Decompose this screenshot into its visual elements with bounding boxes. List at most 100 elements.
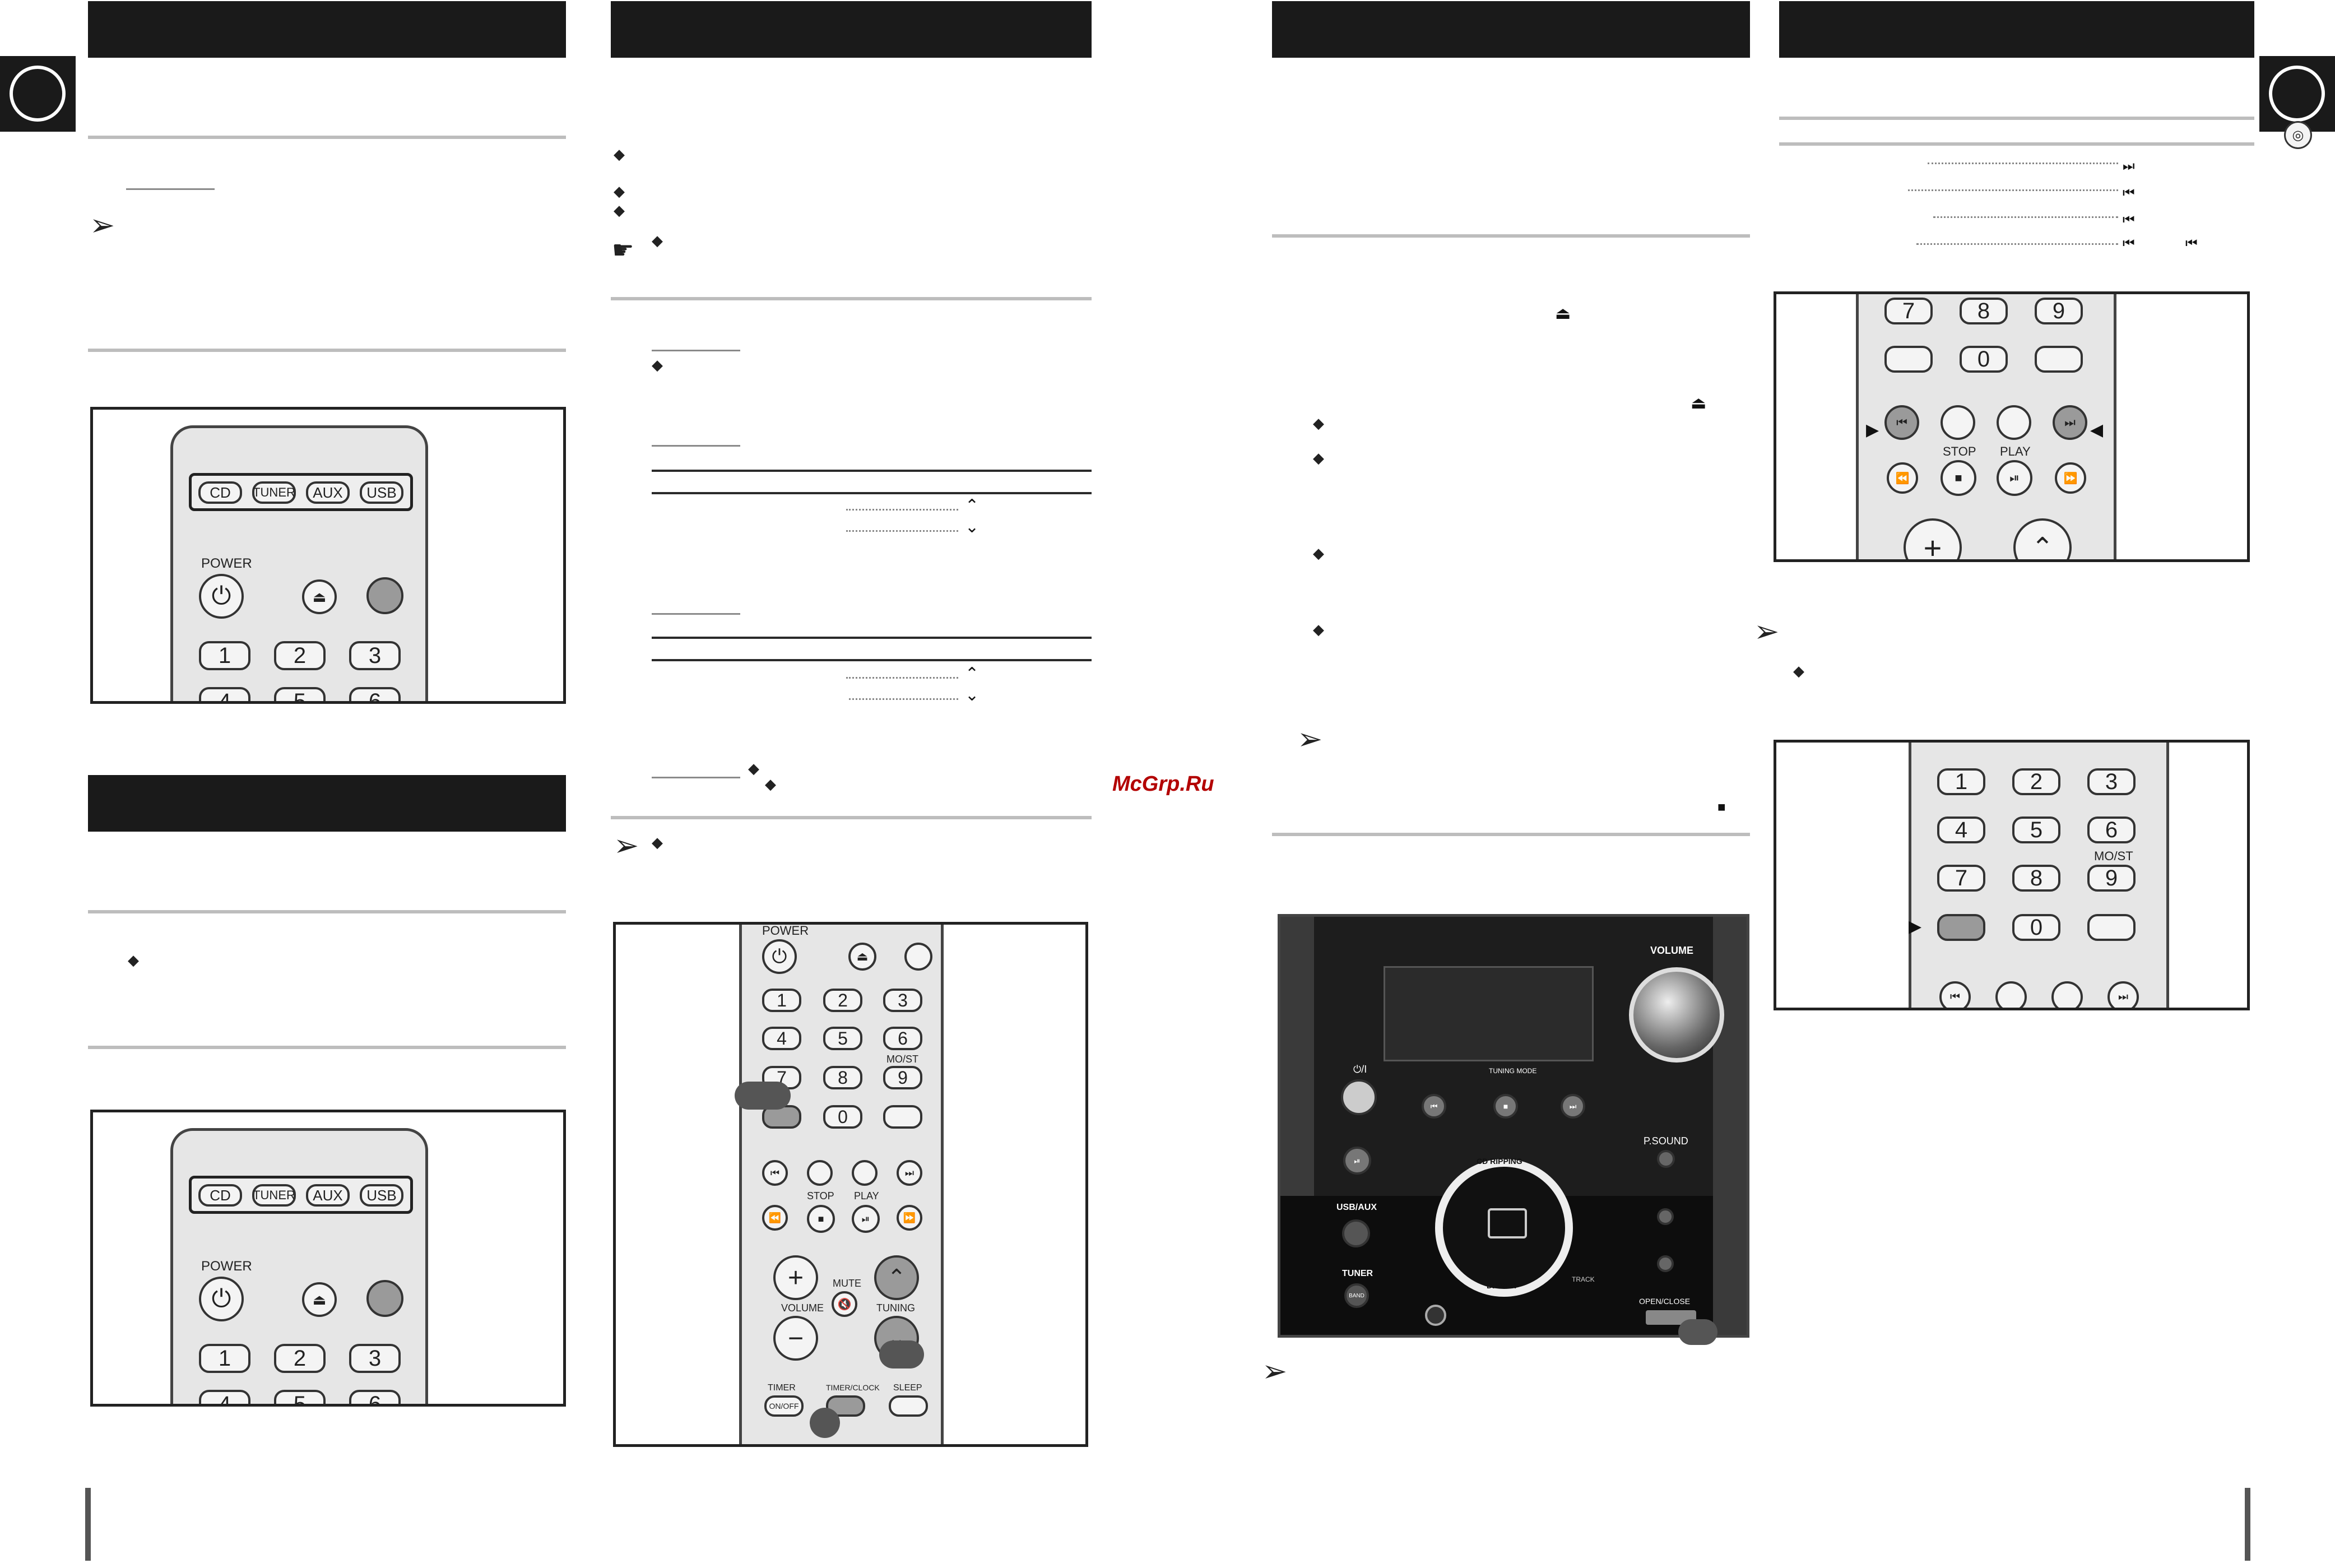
digit-9-button[interactable]: 9 [883,1066,922,1089]
digit-3-button[interactable]: 3 [2087,768,2136,795]
usb-button[interactable]: USB [360,1184,403,1207]
digit-5-button[interactable]: 5 [274,1390,326,1404]
digit-1-button[interactable]: 1 [199,1344,250,1373]
digit-1-button[interactable]: 1 [199,641,250,670]
digit-1-button[interactable]: 1 [762,989,801,1012]
digit-7-button[interactable]: 7 [1884,298,1933,324]
digit-9-button[interactable]: 9 [2035,298,2083,324]
blank-button[interactable] [2087,914,2136,941]
panel-button[interactable] [1657,1208,1674,1225]
cd-button[interactable]: CD [198,481,242,504]
skip-forward-icon[interactable]: ⏭ [2107,981,2139,1008]
eject-button[interactable]: ⏏ [302,579,337,614]
digit-3-button[interactable]: 3 [883,989,922,1012]
sleep-button[interactable] [889,1395,928,1417]
digit-2-button[interactable]: 2 [2012,768,2060,795]
digit-3-button[interactable]: 3 [349,641,401,670]
tuning-up-button[interactable]: ⌃ [2013,518,2072,559]
rewind-icon[interactable]: ⏪ [1887,462,1918,494]
volume-up-button[interactable]: + [773,1255,818,1300]
aux-button[interactable]: AUX [306,1184,350,1207]
fast-forward-icon[interactable]: ⏩ [2055,462,2086,494]
skip-back-icon[interactable]: ⏮ [1422,1094,1446,1119]
volume-down-button[interactable]: − [773,1316,818,1361]
digit-4-button[interactable]: 4 [199,1390,250,1404]
digit-6-button[interactable]: 6 [883,1027,922,1050]
rewind-icon[interactable]: ⏪ [762,1205,788,1231]
power-button[interactable]: ⏻ [199,1277,244,1321]
digit-7-button[interactable]: 7 [1937,865,1985,892]
tuner-label: TUNER [1342,1269,1373,1278]
volume-knob[interactable] [1629,967,1724,1063]
band-button[interactable]: BAND [1344,1283,1369,1308]
digit-0-button[interactable]: 0 [2012,914,2060,941]
tuner-button[interactable]: TUNER [252,1184,296,1207]
cd-button[interactable]: CD [198,1184,242,1207]
round-button[interactable] [852,1160,878,1186]
aux-button[interactable]: AUX [306,481,350,504]
digit-8-button[interactable]: 8 [1960,298,2008,324]
digit-0-button[interactable]: 0 [1960,346,2008,373]
digit-5-button[interactable]: 5 [274,687,326,701]
mute-icon[interactable]: 🔇 [832,1291,857,1317]
stop-icon[interactable]: ■ [1493,1094,1518,1119]
panel-button[interactable] [1657,1255,1674,1272]
digit-5-button[interactable]: 5 [823,1027,862,1050]
digit-6-button[interactable]: 6 [2087,817,2136,843]
tuning-up-button[interactable]: ⌃ [874,1255,919,1300]
highlighted-button[interactable] [366,1280,403,1317]
usb-port[interactable] [1488,1208,1527,1238]
round-button[interactable] [807,1160,833,1186]
highlighted-button[interactable] [366,577,403,614]
digit-6-button[interactable]: 6 [349,687,401,701]
digit-0-button[interactable]: 0 [823,1105,862,1129]
play-pause-icon[interactable]: ⏯ [852,1205,880,1233]
volume-up-button[interactable]: + [1904,518,1962,559]
blank-button[interactable] [883,1105,922,1129]
skip-back-icon[interactable]: ⏮ [762,1160,788,1186]
blank-button[interactable] [2035,346,2083,373]
tuner-button[interactable]: TUNER [252,481,296,504]
round-button[interactable] [1995,981,2027,1008]
blank-button[interactable] [1884,346,1933,373]
digit-1-button[interactable]: 1 [1937,768,1985,795]
headphone-jack[interactable] [1425,1305,1446,1326]
digit-6-button[interactable]: 6 [349,1390,401,1404]
usb-aux-button[interactable] [1342,1219,1370,1247]
skip-back-icon[interactable]: ⏮ [1939,981,1971,1008]
skip-forward-icon[interactable]: ⏭ [897,1160,922,1186]
eject-button[interactable]: ⏏ [302,1282,337,1317]
highlighted-button[interactable] [1937,914,1985,941]
digit-5-button[interactable]: 5 [2012,817,2060,843]
fast-forward-icon[interactable]: ⏩ [897,1205,922,1231]
eject-button[interactable]: ⏏ [848,943,876,971]
stop-icon[interactable]: ■ [1941,460,1976,496]
skip-forward-icon[interactable]: ⏭ [2053,405,2087,440]
digit-8-button[interactable]: 8 [2012,865,2060,892]
round-button[interactable] [2051,981,2083,1008]
round-button[interactable] [1997,405,2031,440]
psound-button[interactable] [1657,1150,1675,1168]
digit-2-button[interactable]: 2 [274,641,326,670]
round-button[interactable] [1941,405,1975,440]
power-button[interactable]: ⏻ [199,574,244,619]
usb-button[interactable]: USB [360,481,403,504]
stop-icon[interactable]: ■ [807,1205,835,1233]
timer-on-off-button[interactable]: ON/OFF [764,1395,804,1417]
play-pause-icon[interactable]: ⏯ [1343,1147,1371,1175]
power-button[interactable] [1341,1079,1377,1115]
digit-2-button[interactable]: 2 [274,1344,326,1373]
power-button[interactable]: ⏻ [762,939,797,974]
digit-8-button[interactable]: 8 [823,1066,862,1089]
digit-3-button[interactable]: 3 [349,1344,401,1373]
digit-9-button[interactable]: 9 [2087,865,2136,892]
digit-2-button[interactable]: 2 [823,989,862,1012]
skip-forward-icon[interactable]: ⏭ [1561,1094,1585,1119]
digit-4-button[interactable]: 4 [199,687,250,701]
play-pause-icon[interactable]: ⏯ [1997,460,2032,496]
digit-4-button[interactable]: 4 [762,1027,801,1050]
pointing-hand-icon: ☛ [612,236,634,264]
skip-back-icon[interactable]: ⏮ [1884,405,1919,440]
digit-4-button[interactable]: 4 [1937,817,1985,843]
round-button[interactable] [904,943,932,971]
